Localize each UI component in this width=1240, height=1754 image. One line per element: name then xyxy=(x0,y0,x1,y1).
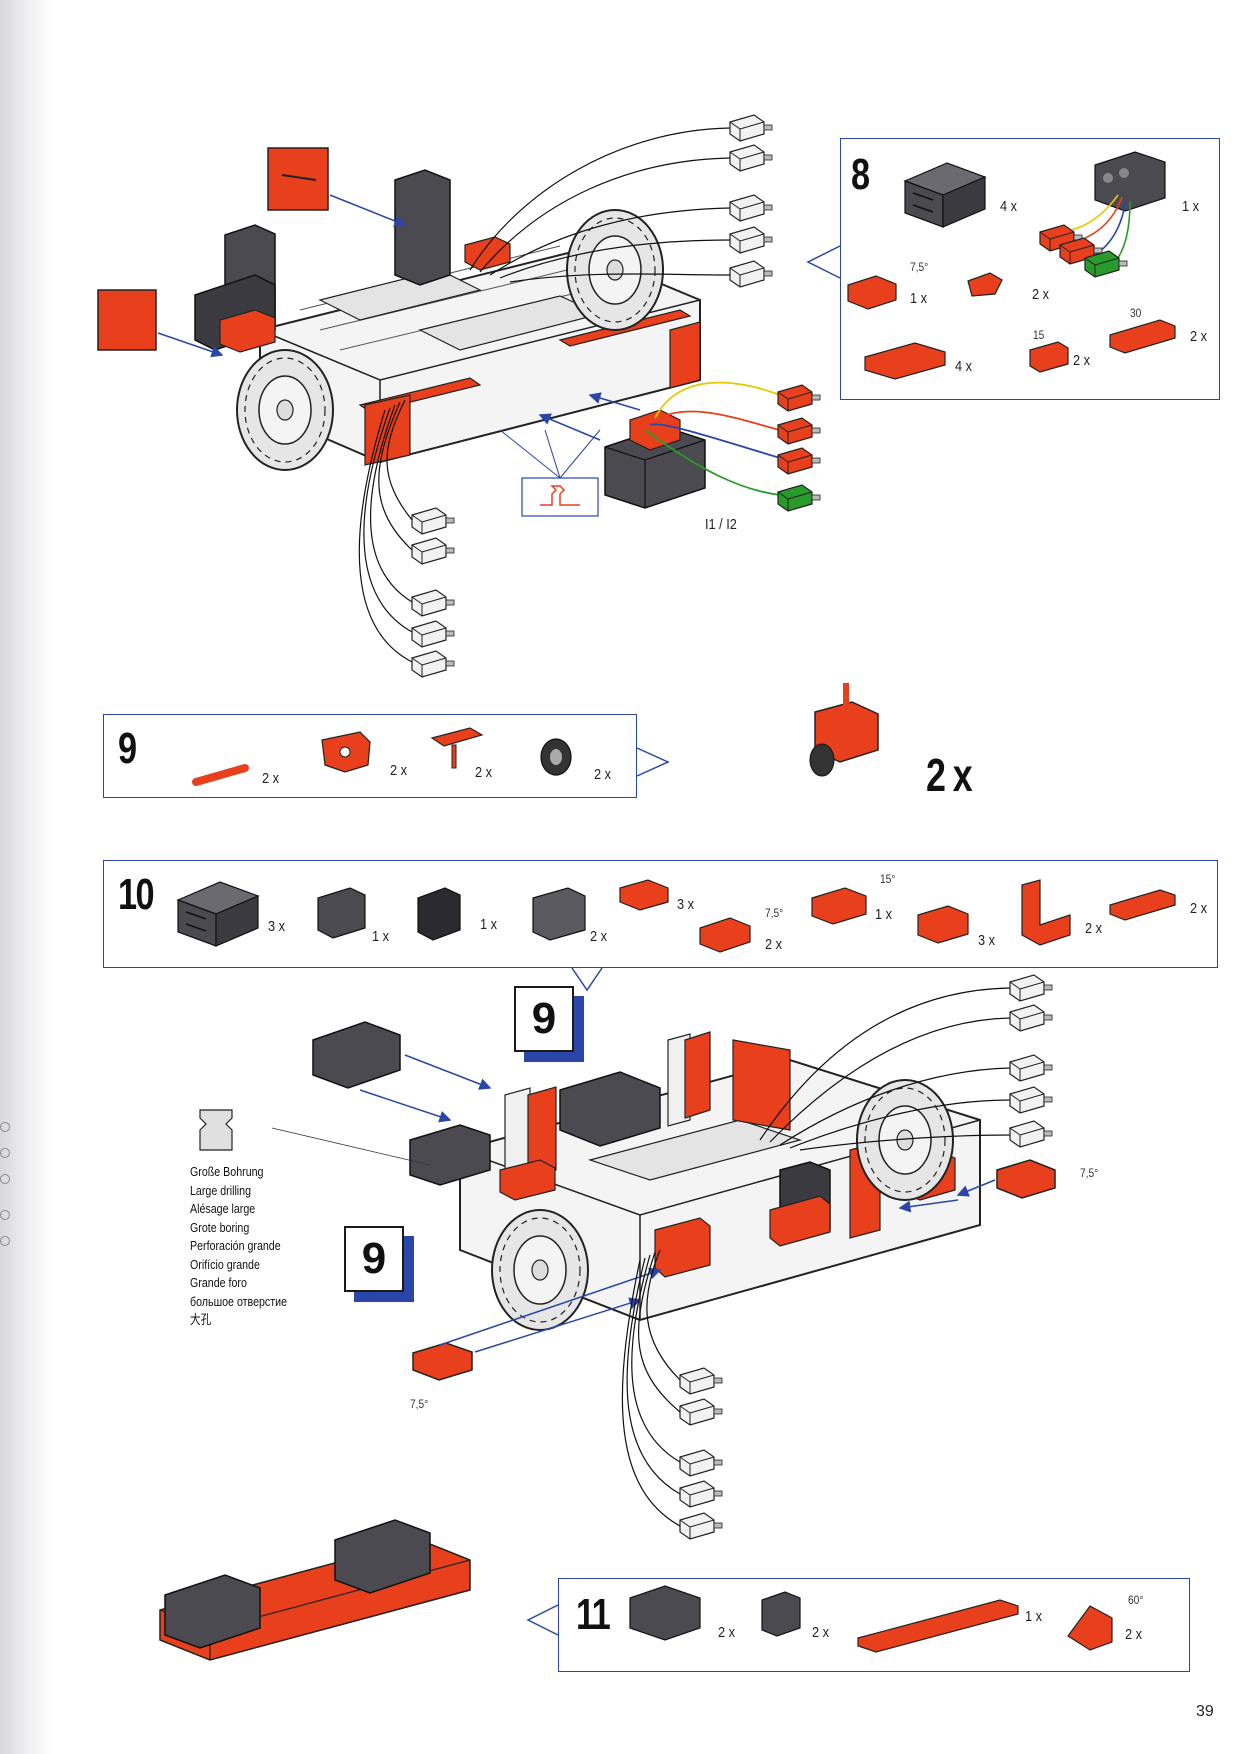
step11-qty-block30: 2 x xyxy=(718,1624,736,1641)
binding-ring xyxy=(0,1174,10,1184)
step10-parts xyxy=(177,879,1176,992)
callout-step9-top: 9 xyxy=(514,986,574,1052)
step9-qty-wheel: 2 x xyxy=(594,766,612,783)
step10-qty-block30: 3 x xyxy=(268,918,286,935)
step11-qty-plate: 1 x xyxy=(1025,1608,1043,1625)
step10-assembly xyxy=(199,974,1056,1540)
step10-qty-red-15: 1 x xyxy=(875,906,893,923)
step9-parts xyxy=(192,683,879,786)
step11-parts xyxy=(526,1585,1113,1653)
step11-assembly xyxy=(159,1519,471,1661)
step10-qty-block-hole: 2 x xyxy=(590,928,608,945)
assembly10-angle-right: 7,5° xyxy=(1080,1166,1099,1180)
binding-ring xyxy=(0,1148,10,1158)
step11-qty-block15: 2 x xyxy=(812,1624,830,1641)
binding-ring xyxy=(0,1210,10,1220)
step10-qty-red-long: 2 x xyxy=(1190,900,1208,917)
step8-angle-7-5: 7,5° xyxy=(910,260,929,274)
step10-angle-7-5: 7,5° xyxy=(765,906,784,920)
step11-angle-60: 60° xyxy=(1128,1593,1144,1607)
step10-angle-15: 15° xyxy=(880,872,896,886)
step9-result-qty: 2 x xyxy=(926,749,973,801)
step9-qty-axle: 2 x xyxy=(262,770,280,787)
step8-qty-sensor: 1 x xyxy=(1182,198,1200,215)
step8-qty-block-7-5: 1 x xyxy=(910,290,928,307)
step10-qty-red-plate: 3 x xyxy=(978,932,996,949)
callout-step9-left: 9 xyxy=(344,1226,404,1292)
legend-line-de: Große Bohrung xyxy=(190,1164,264,1179)
legend-line-fr: Alésage large xyxy=(190,1201,256,1216)
step10-qty-block-black: 1 x xyxy=(480,916,498,933)
legend-line-ru: большое отверстие xyxy=(190,1293,288,1309)
step10-qty-red-L: 2 x xyxy=(1085,920,1103,937)
step-10-number: 10 xyxy=(118,870,155,919)
step10-qty-block15: 1 x xyxy=(372,928,390,945)
step-8-number: 8 xyxy=(851,150,870,199)
step9-qty-plate: 2 x xyxy=(475,764,493,781)
step8-label-30: 30 xyxy=(1130,306,1142,320)
sensor-input-label: I1 / I2 xyxy=(705,516,737,533)
step-9-number: 9 xyxy=(118,724,137,773)
step8-qty-gray-block: 4 x xyxy=(1000,198,1018,215)
legend-line-pt: Orifício grande xyxy=(190,1256,260,1272)
step8-qty-15: 2 x xyxy=(1073,352,1091,369)
step8-parts xyxy=(806,151,1176,380)
legend-line-es: Perforación grande xyxy=(190,1238,281,1253)
binding-spine xyxy=(0,0,52,1754)
step10-qty-red-7-5: 2 x xyxy=(765,936,783,953)
binding-ring xyxy=(0,1236,10,1246)
large-drilling-legend: Große Bohrung Large drilling Alésage lar… xyxy=(190,1163,287,1330)
step8-label-15: 15 xyxy=(1033,328,1045,342)
assembly10-angle-left: 7,5° xyxy=(410,1397,429,1411)
step11-qty-wedge: 2 x xyxy=(1125,1626,1143,1643)
step8-assembly xyxy=(97,114,821,678)
legend-line-it: Grande foro xyxy=(190,1275,247,1290)
step10-qty-red-small: 3 x xyxy=(677,896,695,913)
legend-line-en: Large drilling xyxy=(190,1182,252,1198)
step-11-number: 11 xyxy=(576,1590,611,1639)
step9-qty-holder: 2 x xyxy=(390,762,408,779)
binding-ring xyxy=(0,1122,10,1132)
step8-qty-plate-long: 4 x xyxy=(955,358,973,375)
step8-qty-angle-small: 2 x xyxy=(1032,286,1050,303)
page-number: 39 xyxy=(1196,1703,1214,1720)
legend-line-zh: 大孔 xyxy=(190,1312,212,1327)
step8-qty-30: 2 x xyxy=(1190,328,1208,345)
legend-line-nl: Grote boring xyxy=(190,1219,250,1235)
